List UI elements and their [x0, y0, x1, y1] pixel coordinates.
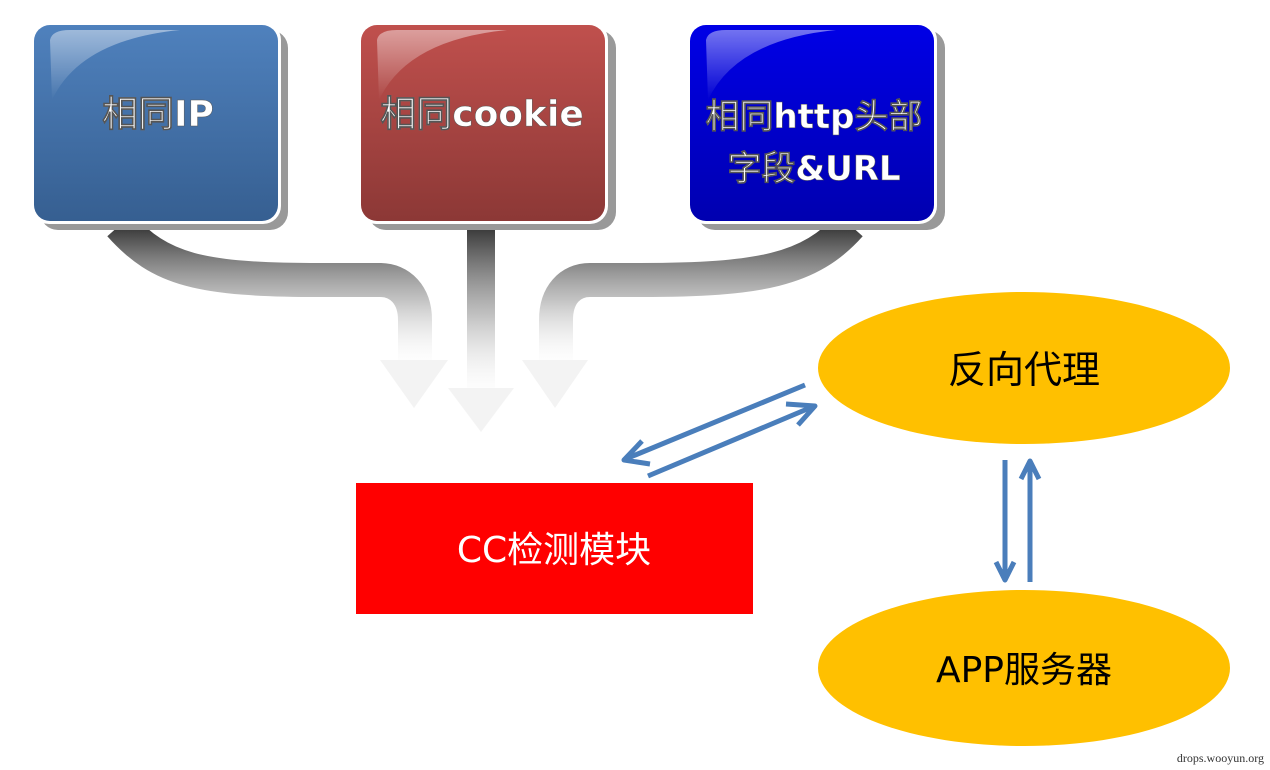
connector-proxy-to-cc [621, 382, 806, 467]
source-label-http-line1: 相同http头部 [705, 97, 922, 137]
source-label-same-ip: 相同IP [102, 94, 214, 135]
source-box-same-ip: 相同IP [31, 22, 288, 230]
app-server-node: APP服务器 [818, 590, 1230, 746]
source-label-same-cookie: 相同cookie [380, 94, 584, 135]
connector-server-to-proxy [1018, 458, 1042, 582]
flow-arrow-right [522, 213, 863, 408]
cc-detection-module: CC检测模块 [356, 483, 753, 614]
reverse-proxy-label: 反向代理 [948, 348, 1100, 392]
app-server-label: APP服务器 [936, 650, 1112, 691]
connector-cc-to-proxy [647, 401, 818, 479]
source-box-same-http-header: 相同http头部 字段&URL [687, 22, 945, 230]
cc-detection-label: CC检测模块 [457, 530, 651, 571]
connector-proxy-to-server [993, 460, 1017, 583]
flow-arrow-center [448, 225, 514, 432]
source-label-http-line2: 字段&URL [727, 149, 900, 189]
watermark: drops.wooyun.org [1176, 751, 1264, 765]
reverse-proxy-node: 反向代理 [818, 292, 1230, 444]
source-box-same-cookie: 相同cookie [358, 22, 616, 230]
flow-arrow-left [107, 213, 448, 408]
